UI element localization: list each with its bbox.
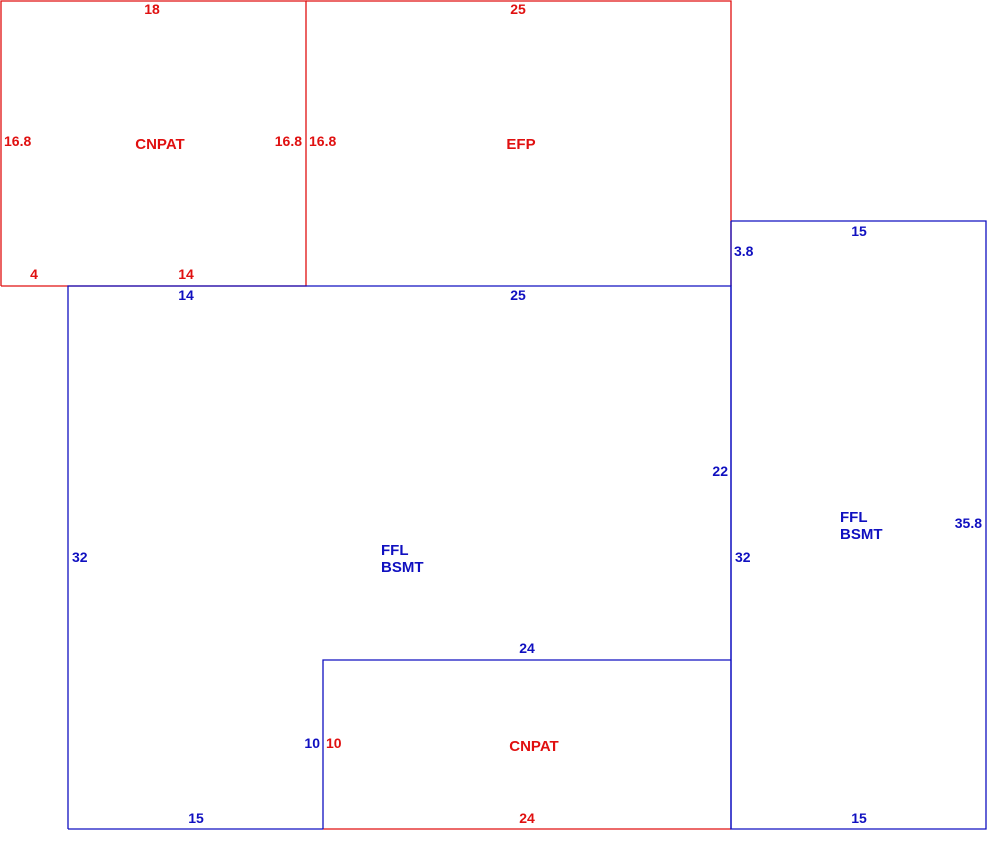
cnpat-bottom-dim-bottom: 24 xyxy=(519,810,535,826)
cnpat-top-area-name: CNPAT xyxy=(135,136,184,153)
efp-dim-top: 25 xyxy=(510,1,526,17)
cnpat-bottom-inner-outline xyxy=(322,659,731,829)
main-dim-right: 32 xyxy=(735,549,751,565)
main-dim-bottom: 15 xyxy=(188,810,204,826)
efp-area-name: EFP xyxy=(506,136,535,153)
main-dim-top-left: 14 xyxy=(178,287,194,303)
main-area-name-line2: BSMT xyxy=(381,559,424,576)
east-area-name-line2: BSMT xyxy=(840,526,883,543)
main-dim-top: 25 xyxy=(510,287,526,303)
east-area-name-line1: FFL xyxy=(840,509,868,526)
east-dim-right: 35.8 xyxy=(955,515,982,531)
efp-dim-right: 3.8 xyxy=(734,243,754,259)
cnpat-bottom-dim-left-blue: 10 xyxy=(304,735,320,751)
cnpat-top-dim-right: 16.8 xyxy=(275,133,302,149)
cnpat-top-dim-left: 16.8 xyxy=(4,133,31,149)
cnpat-top-dim-bottom: 14 xyxy=(178,266,194,282)
cnpat-top-dim-top: 18 xyxy=(144,1,160,17)
main-dim-right-upper: 22 xyxy=(712,463,728,479)
cnpat-bottom-dim-top: 24 xyxy=(519,640,535,656)
efp-outline xyxy=(306,0,732,286)
main-area-name-line1: FFL xyxy=(381,542,409,559)
east-dim-bottom: 15 xyxy=(851,810,867,826)
cnpat-bottom-dim-left-red: 10 xyxy=(326,735,342,751)
efp-dim-left: 16.8 xyxy=(309,133,336,149)
east-area-outline xyxy=(730,220,987,830)
cnpat-bottom-area-name: CNPAT xyxy=(509,738,558,755)
east-dim-top: 15 xyxy=(851,223,867,239)
cnpat-top-dim-bottom-left: 4 xyxy=(30,266,38,282)
main-dim-left: 32 xyxy=(72,549,88,565)
